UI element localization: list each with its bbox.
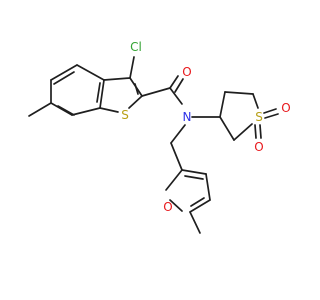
atom-n-amide: N (183, 110, 192, 124)
bond (174, 78, 184, 93)
bond-lines (28, 56, 279, 234)
bond (103, 77, 131, 81)
atom-cl: Cl (130, 40, 142, 54)
bond (170, 124, 186, 144)
bond (50, 64, 78, 81)
bond (128, 95, 143, 109)
bond (190, 197, 205, 207)
atom-o-sulfone-2: O (254, 140, 263, 154)
bond (181, 169, 207, 175)
atom-o-sulfone-1: O (281, 101, 290, 115)
atom-s-sulfone: S (255, 110, 263, 124)
bond (169, 75, 179, 89)
bond (57, 105, 75, 116)
bond (76, 64, 105, 81)
bond (189, 199, 211, 213)
atom-o-furan: O (163, 200, 172, 214)
bond (184, 175, 204, 180)
bond (165, 169, 183, 191)
atom-o-carbonyl: O (182, 65, 191, 79)
bond (28, 102, 52, 117)
bond (254, 124, 257, 139)
bond (129, 56, 135, 79)
atom-s-thiophene: S (121, 108, 129, 122)
bond (71, 107, 101, 116)
molecule-structure: Cl S O N S O O O (28, 40, 291, 234)
bond (96, 82, 101, 103)
bond (99, 79, 105, 109)
bond (263, 108, 277, 114)
bond (205, 173, 211, 201)
atom-labels: Cl S O N S O O O (121, 40, 291, 214)
bond (169, 87, 183, 105)
bond (141, 87, 171, 97)
bond (224, 91, 254, 95)
bond (259, 124, 262, 139)
bond (252, 93, 259, 109)
bond (99, 107, 119, 113)
bond (233, 123, 253, 141)
bond (53, 71, 75, 85)
bond (189, 211, 201, 234)
bond (170, 142, 183, 171)
bond (50, 102, 73, 116)
bond (264, 113, 279, 119)
bond (219, 116, 235, 141)
bond (169, 199, 183, 212)
bond (134, 83, 139, 95)
bond (219, 91, 226, 118)
